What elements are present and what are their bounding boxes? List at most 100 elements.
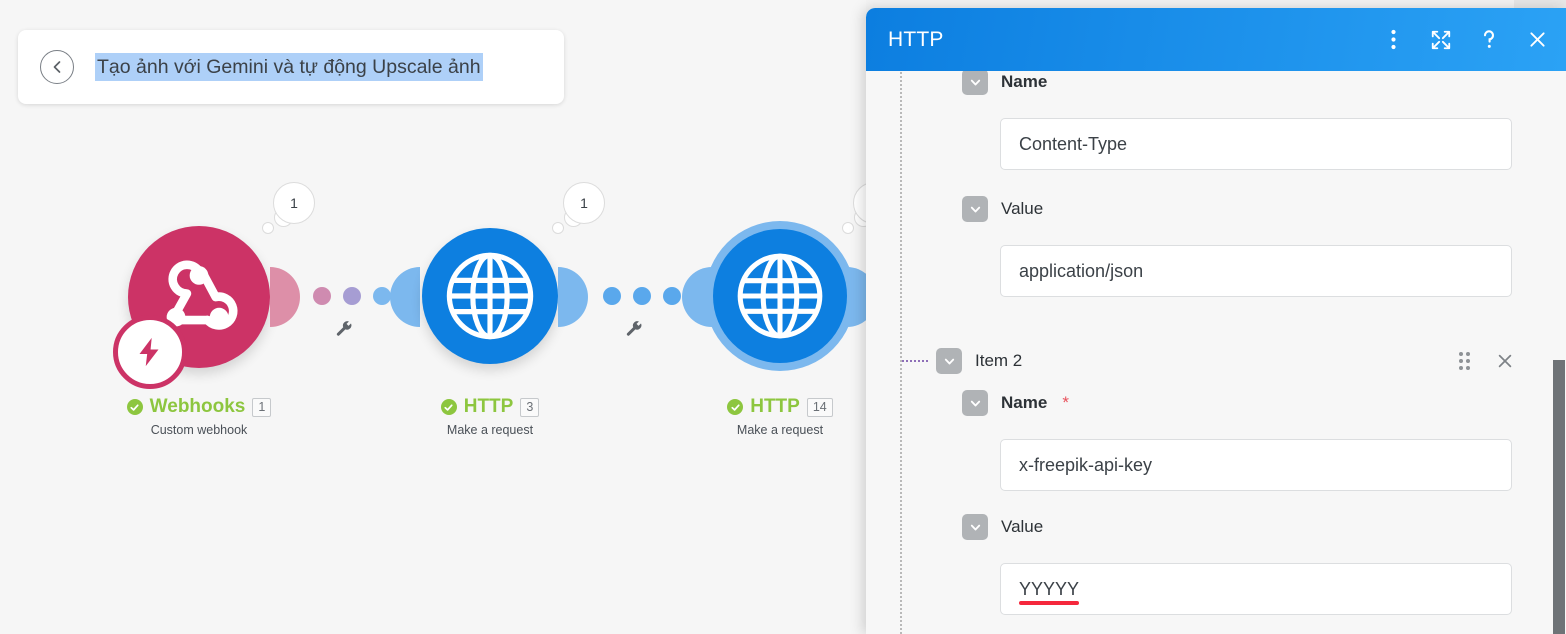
- kebab-menu-icon: [1390, 29, 1396, 50]
- connector-2[interactable]: [603, 287, 681, 305]
- panel-scrollbar-thumb[interactable]: [1553, 360, 1565, 634]
- panel-scrollbar-track[interactable]: [1552, 63, 1566, 634]
- input-item2-value[interactable]: YYYYY: [1000, 563, 1512, 615]
- node-subtitle: Custom webhook: [150, 423, 248, 437]
- required-marker: *: [1062, 393, 1069, 412]
- chevron-down-icon: [944, 358, 954, 364]
- chevron-down-icon: [970, 400, 980, 406]
- field-toggle-item2-value[interactable]: [962, 514, 988, 540]
- panel-title: HTTP: [888, 27, 944, 51]
- expand-arrows-icon: [1431, 30, 1451, 49]
- node-label-webhooks: Webhooks 1 Custom webhook: [99, 396, 299, 437]
- instant-trigger-badge: [113, 315, 187, 389]
- panel-body[interactable]: Name Content-Type Value applica: [866, 63, 1566, 634]
- chevron-down-icon: [970, 524, 980, 530]
- field-toggle-item1-value[interactable]: [962, 196, 988, 222]
- bubble-dot-small: [262, 222, 274, 234]
- drag-handle-icon[interactable]: [1459, 352, 1470, 370]
- scenario-title[interactable]: Tạo ảnh với Gemini và tự động Upscale ản…: [95, 52, 483, 82]
- field-item1-value: Value application/json: [866, 196, 1566, 297]
- scenario-title-card: Tạo ảnh với Gemini và tự động Upscale ản…: [18, 30, 564, 104]
- input-value: application/json: [1019, 260, 1144, 281]
- node-name: HTTP: [463, 396, 514, 417]
- input-value: Content-Type: [1019, 133, 1128, 154]
- connector-dot: [313, 287, 331, 305]
- scenario-canvas[interactable]: Tạo ảnh với Gemini và tự động Upscale ản…: [0, 0, 866, 634]
- input-item1-value[interactable]: application/json: [1000, 245, 1512, 297]
- bubble-dot-small: [552, 222, 564, 234]
- http-module-panel: HTTP: [866, 8, 1566, 634]
- lightning-bolt-icon: [139, 337, 159, 367]
- field-toggle-item2-name[interactable]: [962, 390, 988, 416]
- connector-1[interactable]: [313, 287, 391, 305]
- close-icon: [1529, 32, 1545, 47]
- field-label: Value: [1001, 199, 1044, 218]
- webhook-icon: [166, 260, 238, 330]
- node-subtitle: Make a request: [446, 423, 534, 437]
- node-bubble-http-14: [842, 182, 866, 242]
- chevron-down-icon: [970, 79, 980, 85]
- node-subtitle: Make a request: [736, 423, 824, 437]
- panel-header: HTTP: [866, 8, 1566, 71]
- node-name: Webhooks: [149, 396, 246, 417]
- node-badge: 14: [806, 397, 833, 417]
- field-item2-name: Name * x-freepik-api-key: [866, 390, 1566, 491]
- close-panel-button[interactable]: [1526, 28, 1548, 52]
- node-bubble-webhooks: 1: [262, 182, 342, 242]
- chevron-down-icon: [970, 206, 980, 212]
- node-http-3[interactable]: [422, 228, 558, 364]
- question-mark-icon: [1483, 29, 1494, 48]
- globe-icon: [446, 252, 534, 340]
- port-out-http-14[interactable]: [847, 267, 866, 327]
- input-value: x-freepik-api-key: [1019, 454, 1153, 475]
- field-toggle-item1-name[interactable]: [962, 69, 988, 95]
- field-item1-name: Name Content-Type: [866, 69, 1566, 170]
- field-label: Name: [1001, 72, 1048, 91]
- field-tree-branch-item2: [902, 360, 928, 362]
- collection-item2: Item 2: [866, 347, 1566, 375]
- expand-button[interactable]: [1430, 28, 1452, 52]
- node-badge: 3: [520, 397, 540, 417]
- item2-title: Item 2: [975, 351, 1023, 370]
- connector-dot: [633, 287, 651, 305]
- connector-1-tools-button[interactable]: [335, 320, 354, 344]
- status-ok-icon: [440, 399, 457, 415]
- port-in-http-3[interactable]: [390, 267, 420, 327]
- node-http-14[interactable]: [713, 229, 847, 363]
- port-out-http-3[interactable]: [558, 267, 588, 327]
- field-label: Name: [1001, 393, 1048, 412]
- status-ok-icon: [727, 399, 744, 415]
- bubble-dot-small: [842, 222, 854, 234]
- field-tree-rail: [900, 63, 902, 634]
- input-item1-name[interactable]: Content-Type: [1000, 118, 1512, 170]
- field-label: Value: [1001, 517, 1044, 536]
- connector-2-tools-button[interactable]: [625, 320, 644, 344]
- port-out-webhooks[interactable]: [270, 267, 300, 327]
- connector-dot: [603, 287, 621, 305]
- input-item2-name[interactable]: x-freepik-api-key: [1000, 439, 1512, 491]
- bubble-count: 1: [563, 182, 605, 224]
- arrow-left-icon: [53, 61, 61, 73]
- bubble-count: 1: [273, 182, 315, 224]
- node-bubble-http-3: 1: [552, 182, 632, 242]
- node-label-http-14: HTTP 14 Make a request: [680, 396, 866, 437]
- item2-remove-button[interactable]: [1496, 352, 1514, 370]
- globe-icon: [737, 253, 823, 339]
- node-label-http-3: HTTP 3 Make a request: [390, 396, 590, 437]
- node-name: HTTP: [750, 396, 800, 417]
- wrench-icon: [626, 321, 642, 336]
- status-ok-icon: [126, 399, 143, 415]
- wrench-icon: [336, 321, 352, 336]
- item2-collapse-toggle[interactable]: [936, 348, 962, 374]
- help-button[interactable]: [1478, 28, 1500, 52]
- panel-actions: [1382, 28, 1548, 52]
- connector-dot: [343, 287, 361, 305]
- item2-header[interactable]: Item 2: [866, 347, 1566, 375]
- back-button[interactable]: [40, 50, 74, 84]
- close-icon: [1498, 354, 1512, 368]
- connector-dot: [663, 287, 681, 305]
- node-badge: 1: [252, 397, 272, 417]
- field-item2-value: Value YYYYY: [866, 514, 1566, 615]
- input-value: YYYYY: [1019, 578, 1080, 605]
- more-options-button[interactable]: [1382, 28, 1404, 52]
